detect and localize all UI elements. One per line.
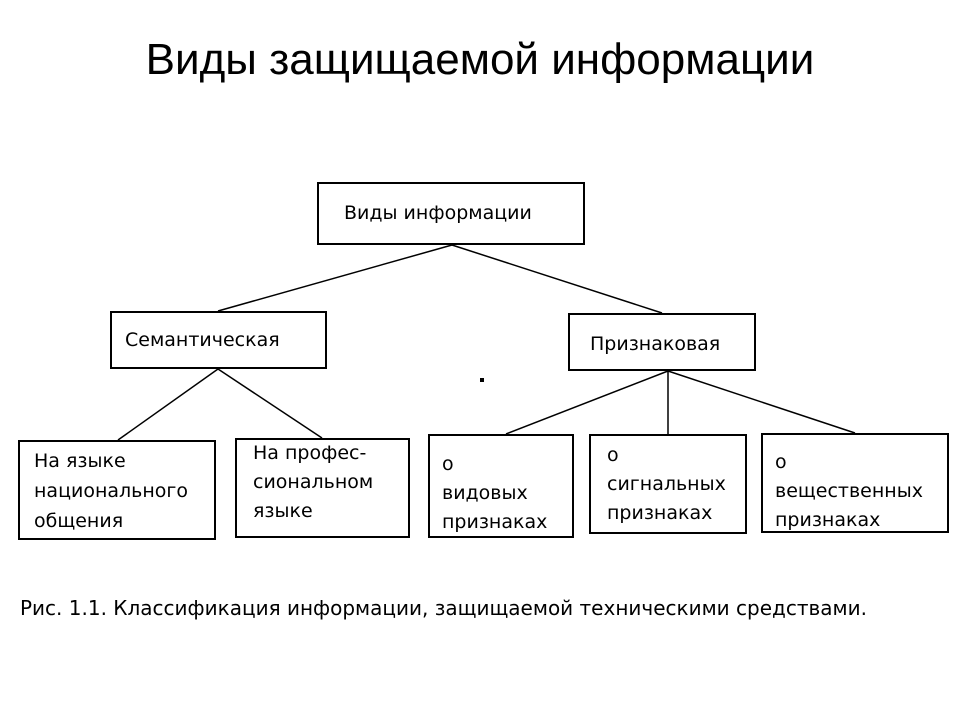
stray-dot xyxy=(480,378,484,382)
leaf-national-language-label: На языке национального общения xyxy=(34,450,189,532)
semantic-node-box: Семантическая xyxy=(110,311,327,369)
leaf-substance-features-box: о вещественных признаках xyxy=(761,433,949,533)
root-node-label: Виды информации xyxy=(344,202,532,224)
leaf-national-language-box: На языке национального общения xyxy=(18,440,216,540)
feature-node-label: Признаковая xyxy=(590,333,721,355)
semantic-node-label: Семантическая xyxy=(125,329,280,351)
connector-root-to-feature xyxy=(451,244,663,314)
leaf-species-features-box: о видовых признаках xyxy=(428,434,574,538)
root-node-box: Виды информации xyxy=(317,182,585,245)
leaf-signal-features-label: о сигнальных признаках xyxy=(607,444,726,524)
figure-caption: Рис. 1.1. Классификация информации, защи… xyxy=(20,596,867,620)
connector-feature-to-species xyxy=(505,370,669,435)
connector-semantic-to-professional xyxy=(217,368,323,439)
feature-node-box: Признаковая xyxy=(568,313,756,371)
leaf-substance-features-label: о вещественных признаках xyxy=(775,451,923,531)
leaf-species-features-label: о видовых признаках xyxy=(442,453,548,533)
slide-title: Виды защищаемой информации xyxy=(145,35,815,84)
leaf-professional-language-label: На профес- сиональном языке xyxy=(253,442,374,522)
connector-root-to-semantic xyxy=(217,244,453,312)
connector-semantic-to-national xyxy=(117,368,219,441)
connector-feature-to-substance xyxy=(667,370,856,434)
leaf-professional-language-box: На профес- сиональном языке xyxy=(235,438,410,538)
leaf-signal-features-box: о сигнальных признаках xyxy=(589,434,747,534)
